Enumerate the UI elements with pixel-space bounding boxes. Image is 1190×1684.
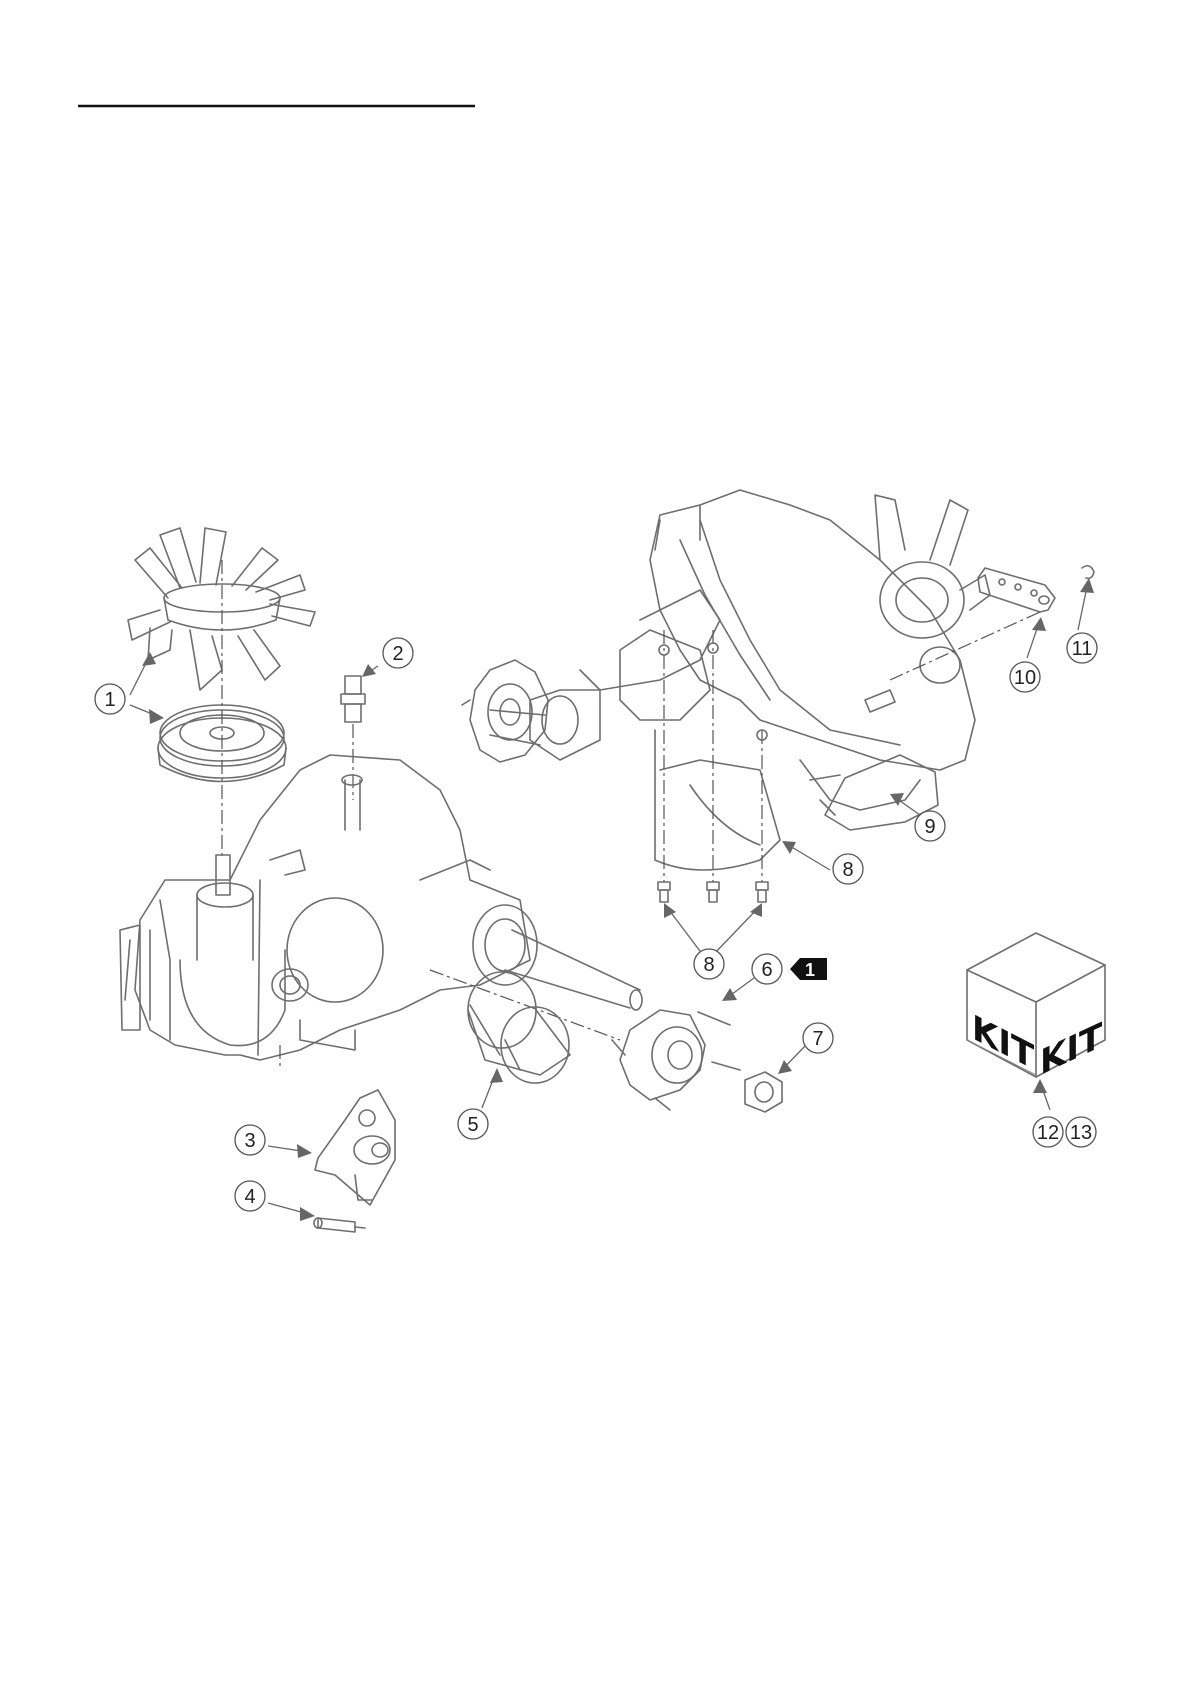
- svg-text:12: 12: [1037, 1122, 1059, 1144]
- vent-fitting-part: [341, 676, 365, 722]
- nut-part: [745, 1072, 782, 1112]
- svg-text:9: 9: [924, 816, 935, 838]
- svg-text:4: 4: [244, 1186, 255, 1208]
- callout-1: 1: [95, 684, 125, 714]
- svg-text:10: 10: [1014, 667, 1036, 689]
- svg-text:11: 11: [1072, 638, 1093, 660]
- hub-axis-line: [430, 970, 620, 1040]
- svg-text:8: 8: [703, 954, 714, 976]
- svg-text:8: 8: [842, 859, 853, 881]
- bolt-8c: [756, 882, 768, 902]
- bolt-8b: [707, 882, 719, 902]
- svg-text:2: 2: [392, 643, 403, 665]
- callout-12: 12: [1033, 1117, 1063, 1147]
- callout-3: 3: [235, 1125, 265, 1155]
- clip-part: [1082, 566, 1094, 579]
- svg-text:1: 1: [104, 689, 115, 711]
- callout-10: 10: [1010, 662, 1040, 692]
- spacer-part: [468, 972, 570, 1083]
- leader-lines: [130, 578, 1094, 1221]
- svg-text:6: 6: [761, 959, 772, 981]
- callout-8-lower: 8: [694, 949, 724, 979]
- svg-text:13: 13: [1070, 1122, 1092, 1144]
- bolt-8a: [658, 882, 670, 902]
- note-flag: 1: [790, 958, 827, 980]
- callout-7: 7: [803, 1023, 833, 1053]
- svg-text:7: 7: [812, 1028, 823, 1050]
- transaxle-housing-left: [120, 755, 642, 1060]
- callout-9: 9: [915, 811, 945, 841]
- callout-5: 5: [458, 1109, 488, 1139]
- svg-text:1: 1: [805, 960, 815, 980]
- svg-text:5: 5: [467, 1114, 478, 1136]
- callout-11: 11: [1067, 633, 1097, 663]
- kit-box-part: KIT KIT: [967, 933, 1105, 1084]
- transaxle-housing-right: [490, 490, 990, 870]
- svg-text:3: 3: [244, 1130, 255, 1152]
- callout-4: 4: [235, 1181, 265, 1211]
- kit-label-left: KIT: [972, 1006, 1035, 1078]
- pin-part: [314, 1218, 365, 1232]
- kit-label-right: KIT: [1040, 1015, 1103, 1083]
- callout-2: 2: [383, 638, 413, 668]
- hub-part: [612, 1010, 740, 1110]
- callout-13: 13: [1066, 1117, 1096, 1147]
- callout-8-upper: 8: [833, 854, 863, 884]
- callout-6: 6: [752, 954, 782, 984]
- bracket-part: [315, 1090, 395, 1205]
